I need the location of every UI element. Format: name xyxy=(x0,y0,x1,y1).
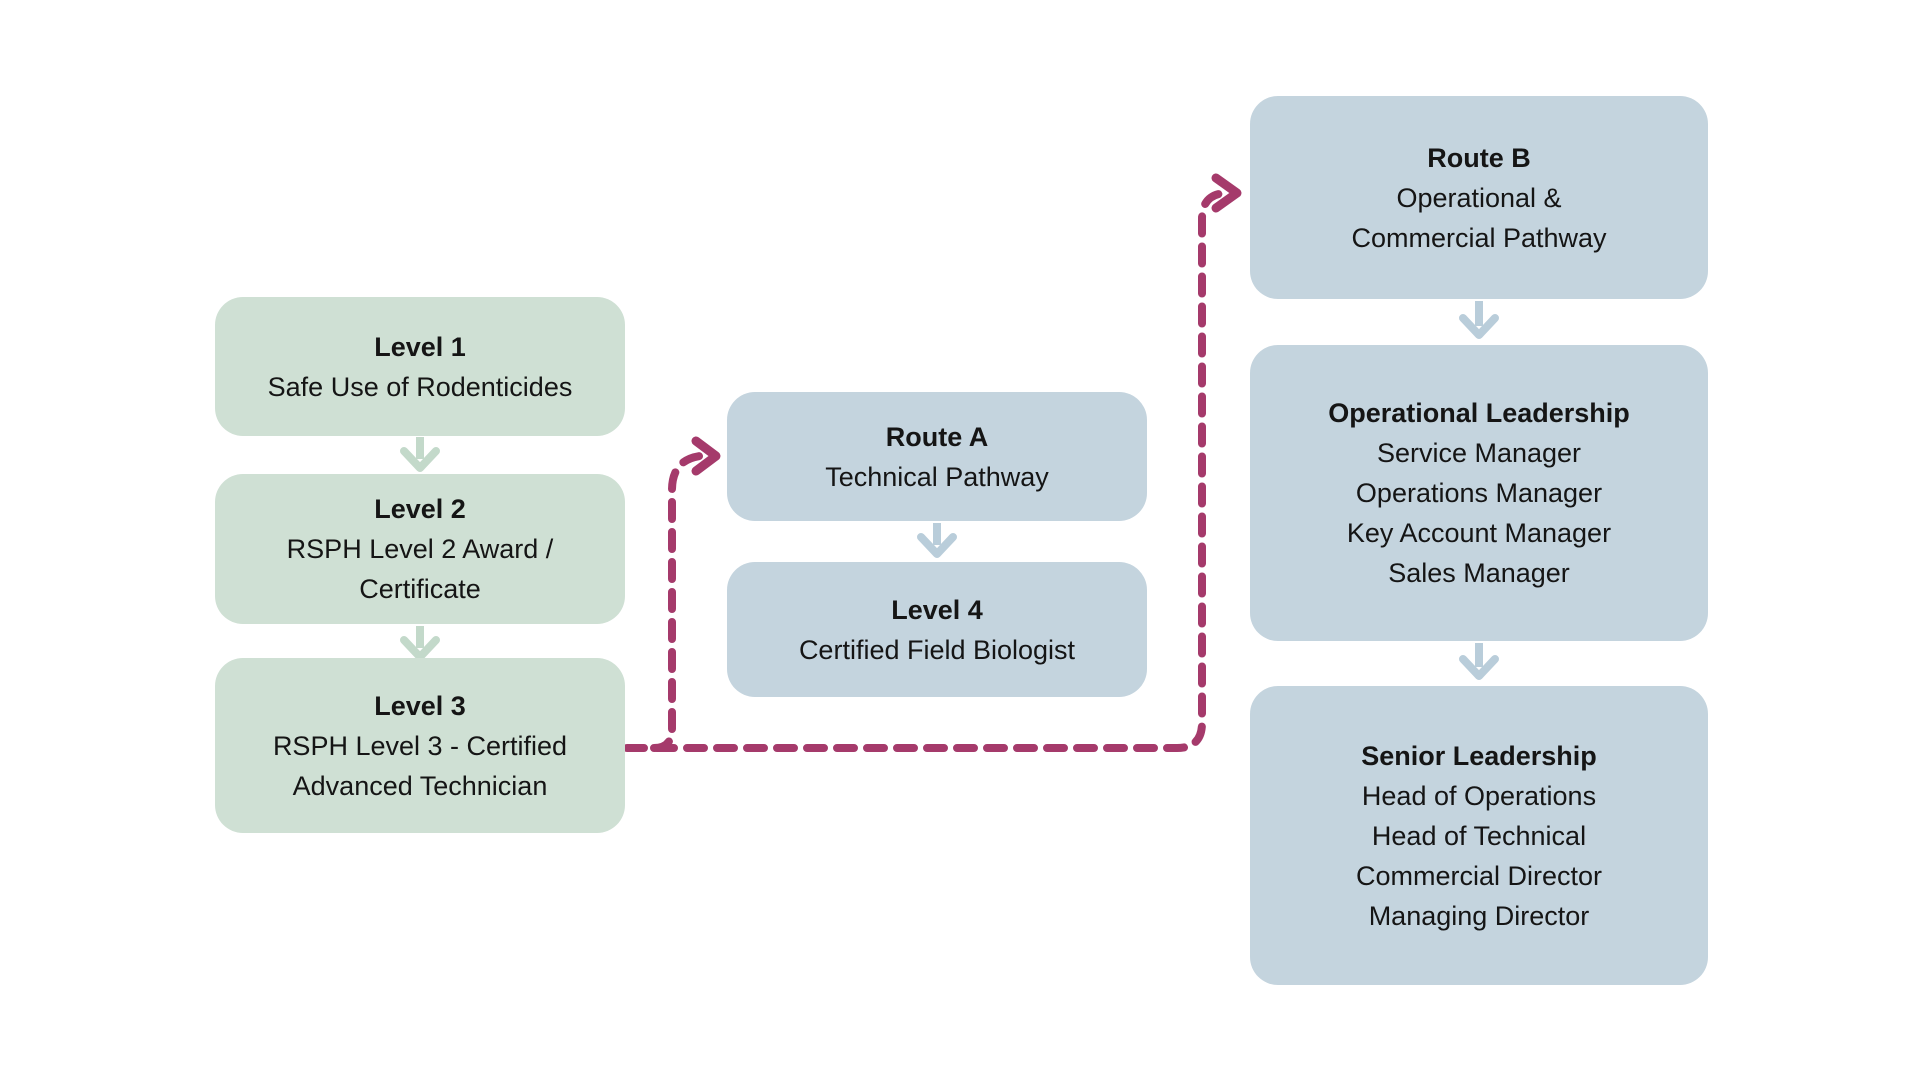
node-line: Commercial Pathway xyxy=(1351,222,1607,253)
node-level-2: Level 2 RSPH Level 2 Award / Certificate xyxy=(215,474,625,624)
node-line: Service Manager xyxy=(1376,438,1582,468)
node-line: Managing Director xyxy=(1368,900,1590,931)
node-title: Senior Leadership xyxy=(1361,740,1597,771)
node-route-a: Route A Technical Pathway xyxy=(727,392,1147,521)
arrow-routea-to-level4 xyxy=(917,523,957,558)
node-operational-leadership: Operational Leadership Service Manager O… xyxy=(1250,345,1708,641)
node-title: Route B xyxy=(1427,142,1531,173)
node-line: RSPH Level 3 - Certified xyxy=(272,730,568,761)
node-title: Operational Leadership xyxy=(1328,398,1630,428)
node-line: RSPH Level 2 Award / xyxy=(286,534,554,564)
arrow-operational-to-senior xyxy=(1459,643,1499,680)
node-line: Safe Use of Rodenticides xyxy=(267,371,573,402)
node-line: Certified Field Biologist xyxy=(798,634,1076,665)
node-line: Commercial Director xyxy=(1355,860,1603,891)
node-title: Level 2 xyxy=(374,494,466,524)
node-level-1: Level 1 Safe Use of Rodenticides xyxy=(215,297,625,436)
node-line: Sales Manager xyxy=(1388,558,1570,588)
node-title: Level 3 xyxy=(374,690,466,721)
arrow-routeb-to-operational xyxy=(1459,301,1499,339)
node-line: Technical Pathway xyxy=(825,461,1049,492)
arrow-level2-to-level3 xyxy=(400,626,440,661)
node-line: Operations Manager xyxy=(1355,478,1603,508)
node-senior-leadership: Senior Leadership Head of Operations Hea… xyxy=(1250,686,1708,985)
node-level-3: Level 3 RSPH Level 3 - Certified Advance… xyxy=(215,658,625,833)
node-level-4: Level 4 Certified Field Biologist xyxy=(727,562,1147,697)
node-line: Advanced Technician xyxy=(292,770,548,801)
node-line: Operational & xyxy=(1396,182,1562,213)
dashed-arrow-level3-to-routea xyxy=(650,436,721,752)
node-line: Certificate xyxy=(359,574,481,604)
node-title: Level 4 xyxy=(891,594,983,625)
node-line: Head of Technical xyxy=(1371,820,1587,851)
node-title: Level 1 xyxy=(374,331,466,362)
node-route-b: Route B Operational & Commercial Pathway xyxy=(1250,96,1708,299)
node-line: Key Account Manager xyxy=(1346,518,1612,548)
arrow-level1-to-level2 xyxy=(400,437,440,472)
node-line: Head of Operations xyxy=(1361,780,1597,811)
node-title: Route A xyxy=(885,421,989,452)
